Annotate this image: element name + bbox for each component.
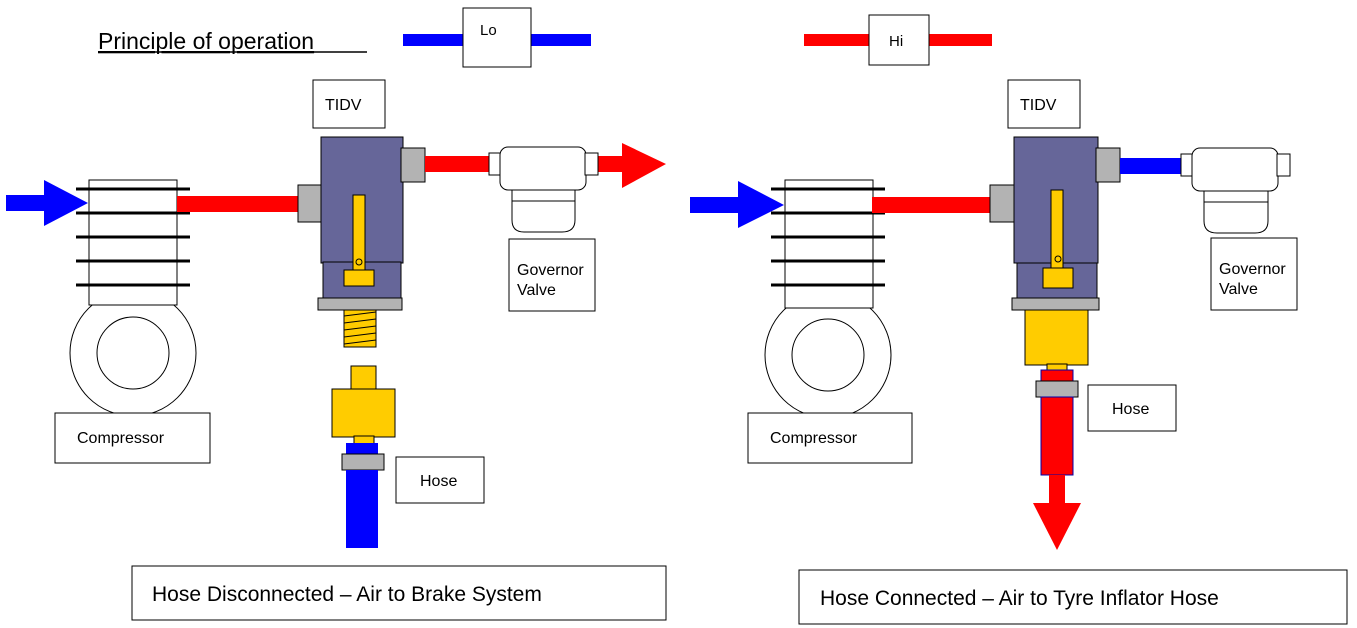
left-thread-line-5 — [343, 339, 377, 345]
right-compressor-hub — [791, 318, 865, 392]
left-tidv-collar — [317, 297, 403, 311]
left-thread-line-1 — [343, 311, 377, 317]
left-governor-label-line1: Governor — [517, 262, 584, 279]
left-supply-pipe — [177, 196, 301, 212]
left-compressor-label: Compressor — [77, 430, 165, 447]
left-compressor-hub — [96, 316, 170, 390]
right-supply-pipe — [872, 197, 992, 213]
left-outlet-pipe — [425, 156, 490, 172]
right-panel: TIDV Governor Valve Compressor Hose Hose… — [690, 79, 1348, 625]
right-tidv-spool-pin — [1054, 255, 1062, 263]
right-tidv-inlet-fitting — [989, 184, 1015, 223]
left-coupling-tail — [353, 435, 375, 445]
left-governor-label-box — [508, 238, 596, 312]
left-tidv-spool-pin — [355, 258, 363, 266]
right-compressor-fins — [771, 187, 885, 287]
right-tidv-label-box — [1007, 79, 1081, 129]
right-hose-arrow-head — [1033, 503, 1081, 550]
left-governor-label-line2: Valve — [517, 282, 556, 299]
left-thread-line-3 — [343, 325, 377, 331]
left-coupling-nipple — [350, 365, 377, 392]
right-hose-top — [1040, 369, 1074, 383]
right-governor-label-line1: Governor — [1219, 261, 1286, 278]
right-hose-ferrule — [1035, 380, 1079, 398]
left-tidv-inlet-fitting — [297, 184, 323, 223]
right-governor-bowl — [1203, 190, 1269, 234]
right-coupling-body — [1024, 309, 1089, 366]
left-inlet-arrow-shaft — [6, 195, 46, 211]
right-inlet-arrow-head — [738, 181, 784, 228]
right-hose-label: Hose — [1112, 401, 1149, 418]
legend-low: Lo — [403, 7, 591, 68]
left-hose — [346, 470, 378, 548]
legend-low-box — [462, 7, 532, 68]
right-governor-body — [1191, 147, 1279, 192]
right-tidv-spool-foot — [1042, 267, 1074, 289]
left-caption-box — [131, 565, 667, 621]
left-hose-ferrule — [341, 453, 385, 471]
legend-high: Hi — [804, 14, 992, 66]
right-caption: Hose Connected – Air to Tyre Inflator Ho… — [820, 587, 1219, 610]
left-gov-pipe-2 — [595, 156, 625, 172]
left-caption: Hose Disconnected – Air to Brake System — [152, 583, 542, 606]
right-governor-label-line2: Valve — [1219, 281, 1258, 298]
right-governor-outlet-port — [1276, 153, 1291, 177]
right-caption-box — [798, 569, 1348, 625]
right-tidv-outlet-fitting — [1095, 147, 1121, 183]
right-hose-label-box — [1087, 384, 1177, 432]
left-tidv-label: TIDV — [325, 97, 362, 114]
left-compressor-fins — [76, 187, 190, 287]
left-inlet-arrow-head — [44, 180, 88, 226]
legend-low-line-right — [529, 34, 591, 46]
left-thread-lines — [343, 311, 377, 345]
left-tidv-outlet-fitting — [400, 147, 426, 183]
left-governor-outlet-port — [584, 152, 599, 176]
left-governor-bowl — [511, 189, 576, 233]
left-governor-body — [499, 146, 587, 191]
left-coupling-body — [331, 388, 396, 438]
right-compressor-cylinder — [784, 179, 874, 309]
left-thread-line-4 — [343, 332, 377, 338]
diagram-title: Principle of operation — [98, 28, 314, 54]
right-hose-arrow-shaft — [1049, 475, 1065, 505]
left-thread-line-2 — [343, 318, 377, 324]
right-governor-label-box — [1210, 237, 1298, 311]
legend-low-label: Lo — [480, 22, 497, 39]
left-panel: TIDV Governor Valve Compressor Hose Hose… — [6, 79, 667, 621]
legend-high-line-left — [804, 34, 872, 46]
legend-high-label: Hi — [889, 33, 903, 50]
left-outlet-arrow-head — [622, 143, 666, 188]
left-tidv-spool-foot — [343, 269, 375, 287]
left-hose-label: Hose — [420, 473, 457, 490]
right-outlet-pipe — [1120, 158, 1182, 174]
legend-high-line-right — [927, 34, 992, 46]
right-tidv-collar — [1011, 297, 1100, 311]
right-compressor-label-box — [747, 412, 913, 464]
left-compressor-label-box — [54, 412, 211, 464]
right-hose — [1040, 396, 1074, 476]
left-hose-label-box — [395, 456, 485, 504]
right-compressor-label: Compressor — [770, 430, 858, 447]
left-tidv-label-box — [312, 79, 386, 129]
left-hose-top — [346, 443, 378, 455]
legend-low-line-left — [403, 34, 465, 46]
right-tidv-label: TIDV — [1020, 97, 1057, 114]
right-inlet-arrow-shaft — [690, 197, 740, 213]
legend-high-box — [868, 14, 930, 66]
